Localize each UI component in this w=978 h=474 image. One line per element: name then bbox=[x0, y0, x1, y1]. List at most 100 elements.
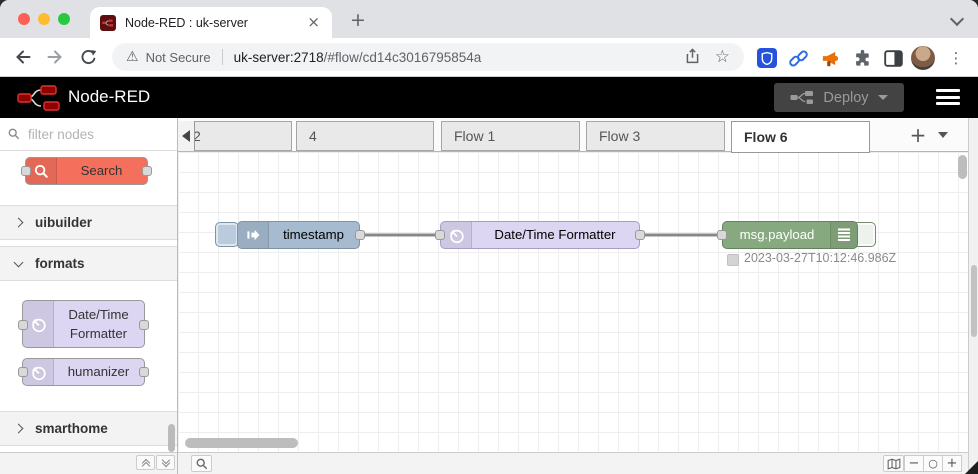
password-manager-extension-icon[interactable] bbox=[755, 46, 779, 70]
browser-toolbar: ⚠ Not Secure uk-server:2718/#flow/cd14c3… bbox=[0, 38, 978, 77]
canvas-horizontal-scrollbar[interactable] bbox=[185, 438, 298, 448]
back-icon[interactable] bbox=[12, 46, 34, 68]
scroll-tabs-left-button[interactable] bbox=[178, 121, 195, 151]
flow-tab-label: 2 bbox=[193, 128, 201, 144]
flow-tab-active[interactable]: Flow 6 bbox=[731, 121, 870, 153]
node-red-logo-icon bbox=[17, 85, 60, 111]
collapse-all-button[interactable] bbox=[136, 455, 155, 470]
address-bar[interactable]: ⚠ Not Secure uk-server:2718/#flow/cd14c3… bbox=[112, 43, 744, 71]
canvas-search-button[interactable] bbox=[191, 455, 212, 472]
forward-icon[interactable] bbox=[44, 46, 66, 68]
megaphone-extension-icon[interactable] bbox=[817, 46, 841, 70]
flow-tab-bar: 2 4 Flow 1 Flow 3 Flow 6 + bbox=[178, 118, 968, 153]
tab-close-icon[interactable]: × bbox=[307, 13, 320, 31]
port-input[interactable] bbox=[717, 230, 727, 240]
flow-tab[interactable]: 2 bbox=[180, 121, 292, 151]
palette-node-humanizer[interactable]: humanizer bbox=[18, 358, 149, 386]
window-resize-corner bbox=[965, 461, 978, 474]
new-tab-button[interactable]: + bbox=[350, 9, 366, 31]
security-label: Not Secure bbox=[145, 49, 211, 65]
app-title: Node-RED bbox=[68, 87, 151, 106]
browser-tab-strip: Node-RED : uk-server × + bbox=[0, 0, 978, 38]
inject-arrow-icon bbox=[238, 222, 269, 248]
omnibox-divider bbox=[221, 49, 223, 65]
palette-scrollbar[interactable] bbox=[168, 424, 175, 452]
flow-tab[interactable]: 4 bbox=[296, 121, 434, 151]
add-flow-button[interactable]: + bbox=[909, 123, 927, 147]
chevron-right-icon bbox=[13, 423, 24, 434]
palette-category-uibuilder[interactable]: uibuilder bbox=[0, 205, 177, 240]
palette-node-search[interactable]: Search bbox=[21, 157, 152, 185]
node-status-text: 2023-03-27T10:12:46.986Z bbox=[744, 251, 897, 265]
traffic-light-fullscreen-icon[interactable] bbox=[58, 13, 70, 25]
deploy-label: Deploy bbox=[823, 89, 869, 106]
extensions-puzzle-icon[interactable] bbox=[850, 46, 874, 70]
palette-node-label: Search bbox=[80, 163, 123, 179]
canvas-vertical-scrollbar[interactable] bbox=[958, 155, 967, 179]
port-input[interactable] bbox=[435, 230, 445, 240]
browser-menu-icon[interactable]: ⋮ bbox=[948, 49, 964, 67]
palette-category-formats[interactable]: formats bbox=[0, 246, 177, 281]
flow-tab[interactable]: Flow 3 bbox=[586, 121, 725, 151]
main-menu-icon[interactable] bbox=[936, 89, 960, 109]
palette-node-label: humanizer bbox=[67, 364, 130, 380]
category-label: smarthome bbox=[35, 421, 108, 436]
browser-tab[interactable]: Node-RED : uk-server × bbox=[90, 7, 332, 38]
window-scrollbar-thumb[interactable] bbox=[971, 265, 977, 337]
chevron-down-icon bbox=[13, 257, 24, 267]
timer-icon bbox=[23, 301, 54, 347]
chevron-right-icon bbox=[13, 217, 24, 228]
flow-tab-label: Flow 1 bbox=[454, 128, 496, 144]
not-secure-warning-icon: ⚠ bbox=[126, 49, 139, 65]
traffic-light-close-icon[interactable] bbox=[18, 13, 30, 25]
traffic-light-minimize-icon[interactable] bbox=[38, 13, 50, 25]
flow-tab[interactable]: Flow 1 bbox=[441, 121, 580, 151]
bookmark-star-icon[interactable]: ☆ bbox=[714, 47, 730, 67]
palette-node-label: Date/Time Formatter bbox=[68, 306, 129, 341]
zoom-reset-button[interactable]: ○ bbox=[923, 455, 943, 472]
palette-node-datetime-formatter[interactable]: Date/Time Formatter bbox=[18, 300, 149, 348]
flow-list-chevron-icon[interactable] bbox=[938, 132, 948, 138]
workspace: 2 4 Flow 1 Flow 3 Flow 6 + bbox=[178, 118, 968, 474]
timer-icon bbox=[23, 359, 54, 385]
debug-node[interactable]: msg.payload bbox=[722, 221, 858, 249]
port-output[interactable] bbox=[139, 320, 149, 330]
profile-avatar[interactable] bbox=[911, 46, 935, 70]
wires-layer bbox=[358, 233, 724, 237]
expand-all-button[interactable] bbox=[156, 455, 175, 470]
zoom-controls: − ○ + bbox=[904, 455, 962, 472]
zoom-out-button[interactable]: − bbox=[904, 455, 924, 472]
flow-tab-label: 4 bbox=[309, 128, 317, 144]
share-icon[interactable] bbox=[684, 47, 701, 68]
reload-icon[interactable] bbox=[77, 46, 99, 68]
filter-nodes-input[interactable] bbox=[26, 125, 150, 143]
palette-body: Search uibuilder formats Date/Time bbox=[0, 151, 177, 452]
port-output[interactable] bbox=[142, 166, 152, 176]
inject-node[interactable]: timestamp bbox=[237, 221, 360, 249]
node-status-icon bbox=[727, 254, 739, 266]
tab-search-chevron-icon[interactable] bbox=[949, 11, 965, 27]
url-path: /#flow/cd14c3016795854a bbox=[323, 49, 482, 65]
port-output[interactable] bbox=[635, 230, 645, 240]
port-output[interactable] bbox=[355, 230, 365, 240]
flow-tab-label: Flow 6 bbox=[744, 129, 788, 145]
navigator-map-button[interactable] bbox=[883, 455, 904, 472]
port-input[interactable] bbox=[21, 166, 31, 176]
palette-category-smarthome[interactable]: smarthome bbox=[0, 411, 177, 446]
side-panel-icon[interactable] bbox=[881, 46, 905, 70]
flow-canvas[interactable]: timestamp Date/Time Formatter bbox=[178, 152, 968, 452]
datetime-formatter-node[interactable]: Date/Time Formatter bbox=[440, 221, 640, 249]
category-label: uibuilder bbox=[35, 215, 92, 230]
port-input[interactable] bbox=[18, 367, 28, 377]
deploy-nodes-icon bbox=[790, 91, 814, 104]
port-input[interactable] bbox=[18, 320, 28, 330]
inject-trigger-button[interactable] bbox=[215, 222, 239, 247]
palette-footer bbox=[0, 452, 177, 474]
timer-icon bbox=[441, 222, 472, 248]
zoom-in-button[interactable]: + bbox=[942, 455, 962, 472]
port-output[interactable] bbox=[139, 367, 149, 377]
link-extension-icon[interactable] bbox=[786, 46, 810, 70]
deploy-button[interactable]: Deploy bbox=[774, 83, 904, 112]
deploy-options-chevron-icon[interactable] bbox=[877, 95, 888, 100]
